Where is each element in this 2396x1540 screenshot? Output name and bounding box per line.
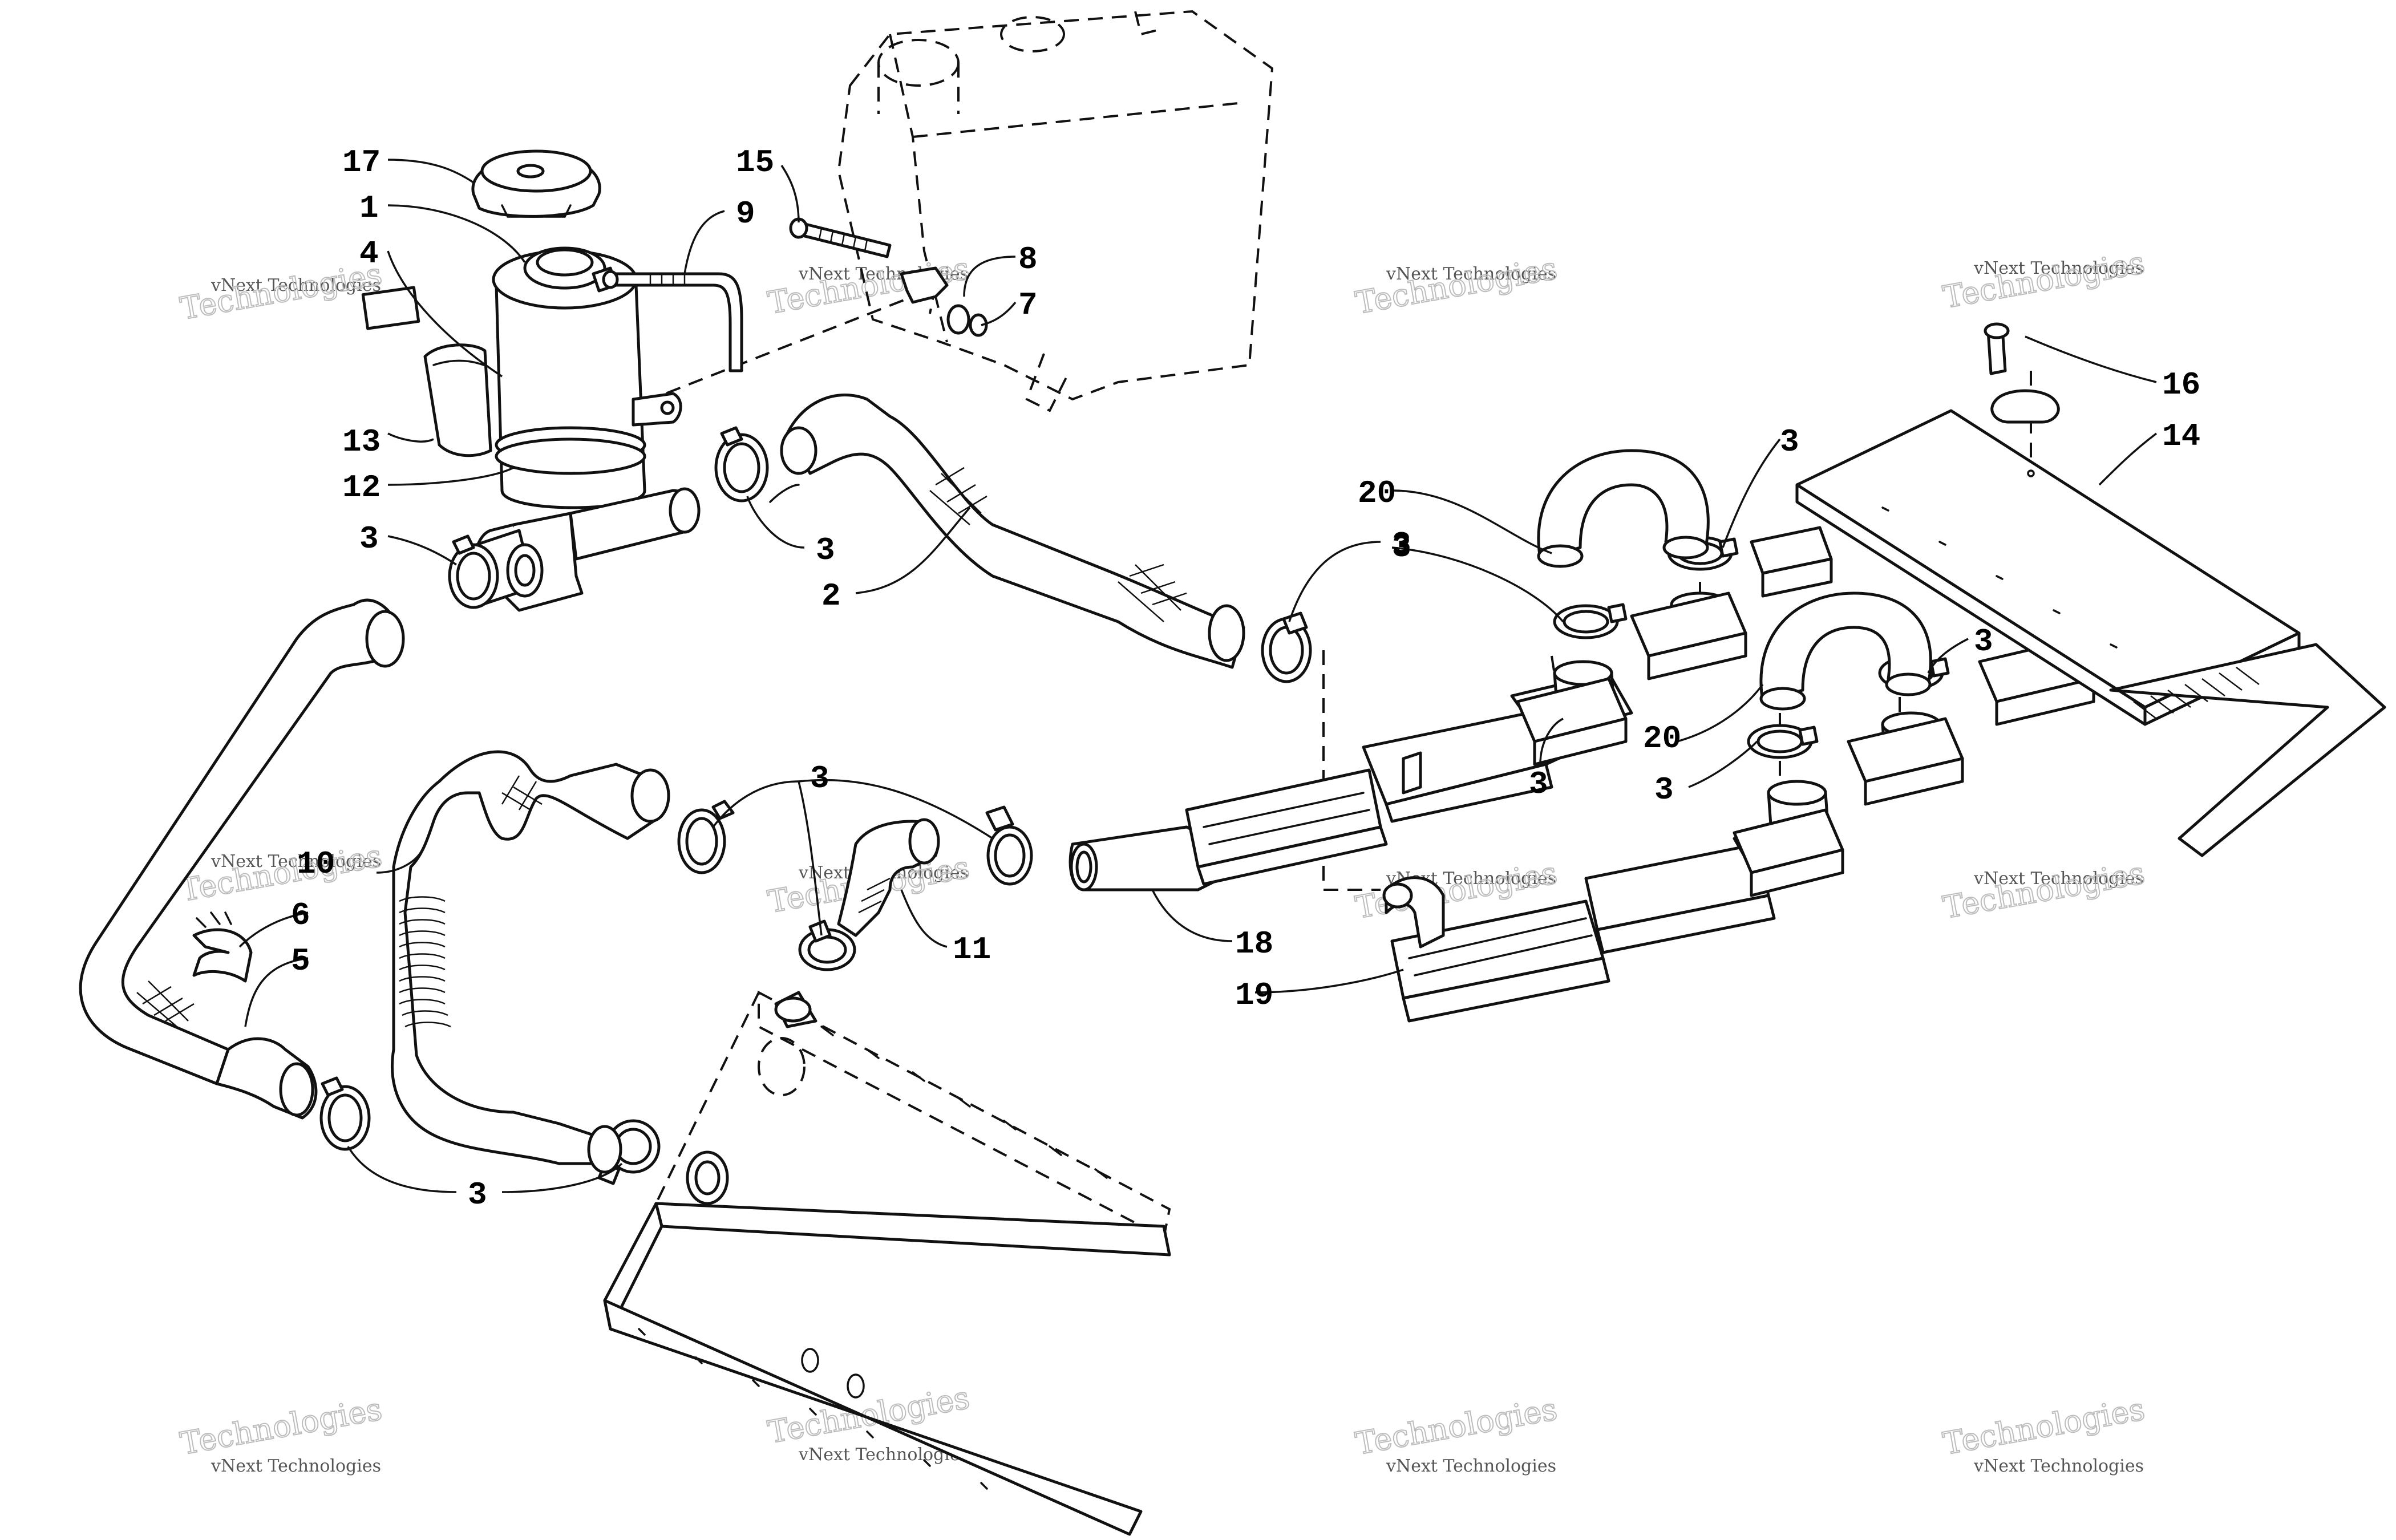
- callout-3: 3: [468, 1177, 487, 1213]
- rear-plate: [1795, 389, 2386, 857]
- svg-text:vNext Technologies: vNext Technologies: [211, 852, 381, 872]
- callout-2: 2: [821, 578, 841, 614]
- hose-elbow: [837, 818, 940, 937]
- svg-text:Technologies: Technologies: [177, 256, 385, 327]
- hose-clamp: [714, 426, 769, 502]
- callout-11: 11: [953, 931, 991, 968]
- watermark: vNext Technologies Technologies: [177, 1391, 385, 1476]
- callout-7: 7: [1018, 287, 1038, 323]
- callout-12: 12: [342, 469, 381, 506]
- hose-clamp: [1553, 603, 1628, 639]
- watermark: vNext Technologies Technologies: [1352, 250, 1560, 322]
- svg-text:Technologies: Technologies: [1353, 250, 1560, 321]
- callout-4: 4: [359, 236, 379, 272]
- svg-text:Technologies: Technologies: [1940, 1391, 2147, 1462]
- coolant-reservoir: [837, 10, 1274, 412]
- callout-3: 3: [1392, 529, 1411, 566]
- callout-3: 3: [359, 521, 379, 557]
- callout-3: 3: [1654, 772, 1674, 808]
- callout-6: 6: [291, 897, 310, 934]
- callout-3: 3: [816, 532, 835, 569]
- cooler-block: [1630, 591, 1747, 680]
- svg-text:Technologies: Technologies: [1940, 855, 2147, 926]
- hose-clamp: [448, 534, 499, 609]
- hose-clamp: [319, 1076, 371, 1151]
- filler-neck: [492, 246, 682, 509]
- callout-labels: 17 1 4 13 12 3 15 9 8 7 3 2 3 20 3 3 16 …: [291, 144, 2200, 1213]
- hose-outlet: [1069, 825, 1223, 891]
- watermark: vNext Technologies Technologies: [177, 256, 385, 327]
- callout-3: 3: [810, 760, 829, 797]
- decal: [361, 286, 420, 330]
- hose-elbow-lower: [1382, 876, 1445, 949]
- cooler-block: [1847, 717, 1964, 806]
- svg-text:Technologies: Technologies: [1940, 245, 2147, 315]
- hose-clamp: [1747, 724, 1819, 759]
- callout-20: 20: [1358, 475, 1396, 512]
- u-hose: [1759, 591, 1932, 711]
- hose-upper: [769, 394, 1245, 669]
- cooler-block: [1733, 808, 1844, 897]
- svg-text:vNext Technologies: vNext Technologies: [1973, 258, 2144, 278]
- callout-3: 3: [1974, 623, 1993, 660]
- watermark: vNext Technologies Technologies: [1352, 1391, 1560, 1476]
- callout-16: 16: [2162, 367, 2200, 403]
- leader-lines: [238, 159, 2158, 1193]
- callout-19: 19: [1235, 977, 1273, 1014]
- mount-bracket: [900, 266, 988, 337]
- callout-20: 20: [1643, 720, 1681, 757]
- watermark: vNext Technologies Technologies: [1940, 1391, 2148, 1476]
- svg-text:Technologies: Technologies: [1353, 1391, 1560, 1462]
- hose-clip: [192, 911, 253, 983]
- overflow-hose: [602, 270, 743, 372]
- u-hose: [1537, 449, 1710, 568]
- hose-clamp: [1261, 611, 1312, 683]
- radiator-cap: [471, 149, 601, 218]
- cooler-block: [1750, 526, 1833, 598]
- hose-lower-left: [79, 598, 405, 1120]
- callout-15: 15: [736, 144, 774, 181]
- assembly-line: [621, 295, 913, 412]
- callout-13: 13: [342, 424, 381, 460]
- svg-text:Technologies: Technologies: [177, 838, 385, 909]
- heat-sleeve: [423, 343, 492, 457]
- svg-text:vNext Technologies: vNext Technologies: [1973, 1456, 2144, 1476]
- svg-text:vNext Technologies: vNext Technologies: [211, 1456, 381, 1476]
- bolt: [789, 217, 892, 258]
- callout-1: 1: [359, 190, 379, 226]
- heat-exchanger-lower: [603, 990, 1171, 1536]
- svg-text:vNext Technologies: vNext Technologies: [1973, 869, 2144, 889]
- callout-10: 10: [297, 846, 335, 882]
- callout-18: 18: [1235, 926, 1273, 962]
- callout-8: 8: [1018, 241, 1038, 278]
- hose-corrugated: [391, 750, 670, 1174]
- callout-3: 3: [1780, 424, 1799, 460]
- watermark: vNext Technologies Technologies: [1940, 854, 2148, 926]
- rivet: [1984, 322, 2010, 375]
- callout-5: 5: [291, 943, 310, 979]
- callout-3: 3: [1392, 526, 1411, 563]
- watermark: vNext Technologies Technologies: [1940, 244, 2148, 316]
- callout-3: 3: [1529, 766, 1548, 803]
- svg-text:vNext Technologies: vNext Technologies: [211, 275, 381, 295]
- watermark: vNext Technologies Technologies: [177, 837, 385, 909]
- svg-text:vNext Technologies: vNext Technologies: [1386, 264, 1556, 284]
- svg-text:Technologies: Technologies: [177, 1391, 385, 1462]
- cooler-block: [1516, 677, 1628, 766]
- callout-17: 17: [342, 144, 381, 181]
- callout-14: 14: [2162, 418, 2200, 455]
- hose-clamp: [985, 805, 1033, 886]
- svg-text:vNext Technologies: vNext Technologies: [1386, 1456, 1556, 1476]
- callout-9: 9: [736, 196, 755, 232]
